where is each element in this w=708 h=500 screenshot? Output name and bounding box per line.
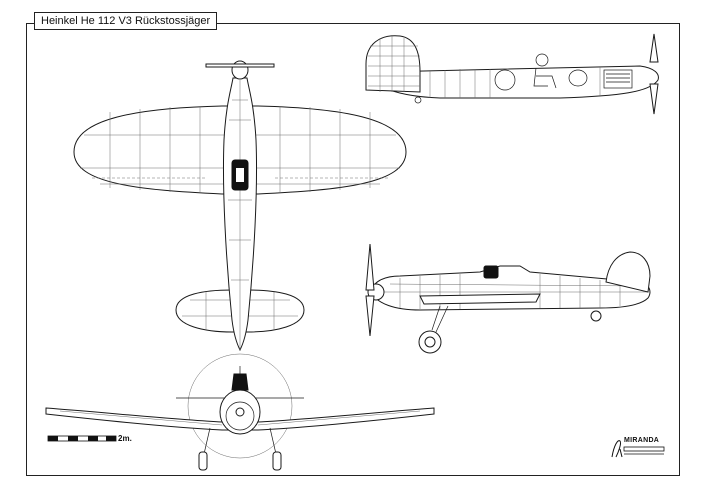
signature-mark-icon xyxy=(611,440,665,458)
side-propeller xyxy=(365,243,375,337)
front-left-wheel xyxy=(198,451,208,471)
cutaway-fin xyxy=(365,35,421,93)
cutaway-side-view xyxy=(365,33,659,115)
propeller-disc xyxy=(187,353,293,459)
side-tailwheel xyxy=(590,310,602,322)
side-fin xyxy=(605,251,651,293)
signature-logo: MIRANDA xyxy=(608,435,668,461)
propeller-top xyxy=(205,63,275,68)
front-view xyxy=(45,353,435,471)
cutaway-fuselage xyxy=(379,65,659,99)
cutaway-tailwheel xyxy=(414,96,422,104)
signature-text: MIRANDA xyxy=(624,437,660,444)
scale-bar xyxy=(47,435,117,442)
cutaway-propeller xyxy=(649,33,659,115)
drawing-sheet xyxy=(26,23,680,476)
oxygen-tank xyxy=(568,69,588,87)
scale-label: 2m. xyxy=(118,434,132,443)
side-canopy xyxy=(483,265,499,279)
front-canopy xyxy=(231,373,249,391)
fuel-tank xyxy=(494,69,516,91)
front-right-wheel xyxy=(272,451,282,471)
side-wing xyxy=(419,293,541,305)
engine-block xyxy=(603,69,633,89)
side-view xyxy=(365,243,651,354)
pilot-head xyxy=(535,53,549,67)
drawing-title: Heinkel He 112 V3 Rückstossjäger xyxy=(34,12,218,30)
top-view xyxy=(73,60,407,352)
